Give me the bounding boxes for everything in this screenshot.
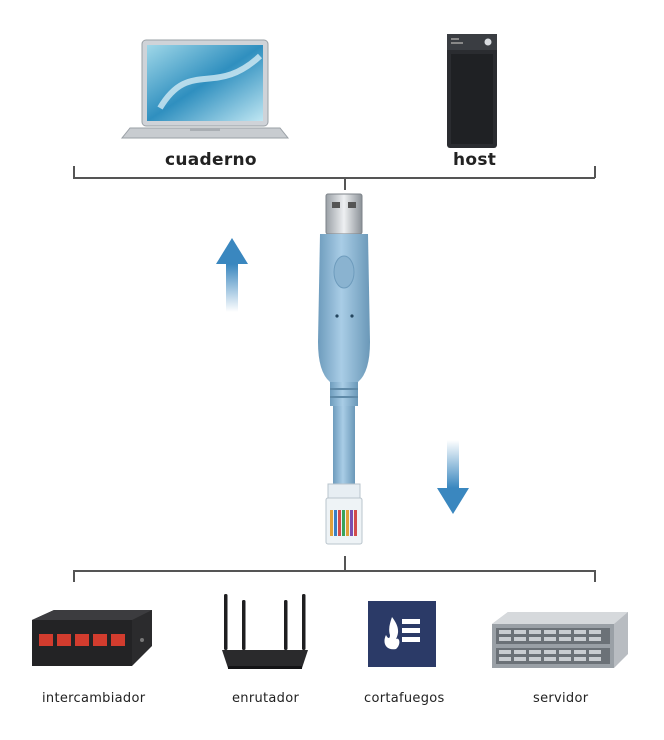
switch-label: intercambiador	[42, 691, 146, 706]
pc-tower-icon	[447, 34, 497, 148]
firewall-label: cortafuegos	[364, 691, 445, 706]
laptop-icon	[120, 39, 290, 139]
host-label: host	[453, 150, 497, 170]
laptop-device	[120, 38, 290, 148]
server-label: servidor	[533, 691, 589, 706]
server-device	[490, 610, 630, 670]
usb-to-rj45-console-cable-icon	[318, 193, 370, 545]
bottom-bus-right-tick	[594, 570, 596, 582]
network-switch-icon	[32, 610, 152, 666]
console-cable	[304, 192, 384, 548]
rack-server-icon	[492, 612, 628, 668]
top-bus-line	[73, 177, 595, 179]
arrow-down-icon	[437, 440, 469, 514]
host-device	[445, 32, 499, 150]
bottom-bus-line	[73, 570, 595, 572]
bottom-bus-left-tick	[73, 570, 75, 582]
bottom-bus-center-tick	[344, 556, 346, 570]
laptop-label: cuaderno	[165, 150, 257, 170]
router-label: enrutador	[232, 691, 300, 706]
top-bus-right-tick	[594, 166, 596, 178]
firewall-icon	[368, 601, 436, 667]
top-bus-center-tick	[344, 178, 346, 190]
arrow-up	[215, 238, 249, 312]
arrow-down	[436, 440, 470, 514]
router-device	[218, 592, 312, 672]
switch-device	[28, 610, 156, 670]
firewall-device	[368, 601, 436, 667]
arrow-up-icon	[216, 238, 248, 312]
top-bus-left-tick	[73, 166, 75, 178]
wifi-router-icon	[222, 594, 308, 669]
